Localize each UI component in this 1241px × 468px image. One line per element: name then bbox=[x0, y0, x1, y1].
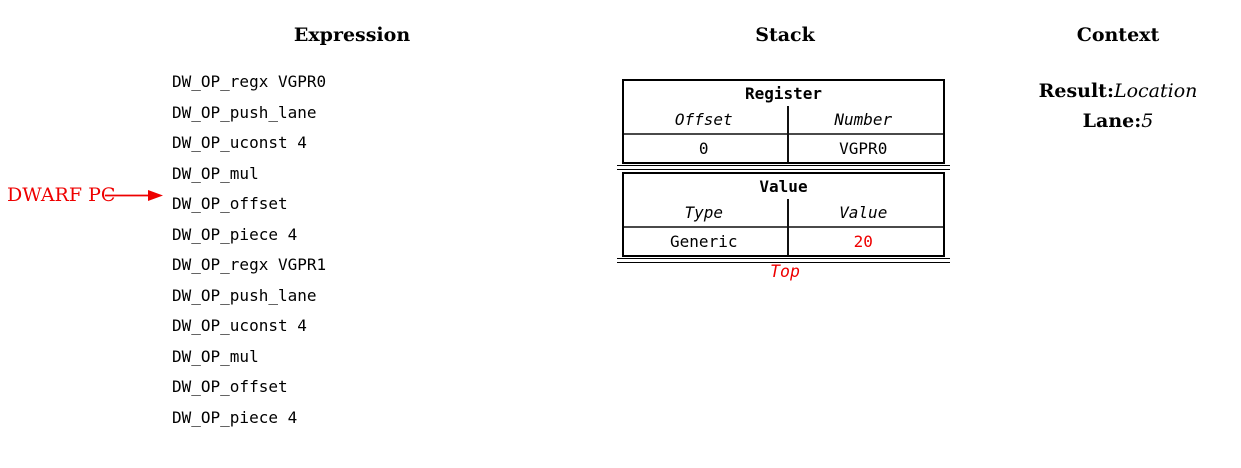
expression-op-12: DW_OP_piece 4 bbox=[172, 407, 298, 427]
stack-entry-value: Value Type Value Generic 20 bbox=[622, 172, 945, 257]
value-value-value: 20 bbox=[853, 232, 873, 251]
expression-op-9: DW_OP_uconst 4 bbox=[172, 316, 307, 335]
register-offset-header: Offset bbox=[674, 110, 733, 129]
register-offset-value: 0 bbox=[698, 139, 709, 158]
context-result-label: Result: bbox=[1038, 80, 1114, 102]
context-lane-line: Lane:5 bbox=[1008, 110, 1228, 132]
dwarf-pc-arrow-icon bbox=[105, 190, 163, 201]
stack-entry-register: Register Offset Number 0 VGPR0 bbox=[622, 79, 945, 164]
dwarf-pc-label: DWARF PC bbox=[7, 184, 116, 206]
register-table-title: Register bbox=[744, 84, 823, 103]
expression-op-5: DW_OP_offset bbox=[172, 194, 288, 213]
context-lane-value: 5 bbox=[1141, 110, 1154, 132]
expression-op-7: DW_OP_regx VGPR1 bbox=[172, 255, 327, 274]
register-header-rule bbox=[624, 133, 943, 135]
stack-column-title: Stack bbox=[755, 24, 815, 46]
expression-op-6: DW_OP_piece 4 bbox=[172, 224, 298, 244]
expression-op-list: DW_OP_regx VGPR0 DW_OP_push_lane DW_OP_u… bbox=[172, 67, 326, 433]
expression-op-8: DW_OP_push_lane bbox=[172, 285, 317, 305]
expression-op-10: DW_OP_mul bbox=[172, 346, 259, 366]
context-result-value: Location bbox=[1113, 80, 1198, 102]
expression-op-3: DW_OP_uconst 4 bbox=[172, 133, 307, 152]
value-header-rule bbox=[624, 226, 943, 228]
expression-op-1: DW_OP_regx VGPR0 bbox=[172, 72, 327, 91]
expression-op-2: DW_OP_push_lane bbox=[172, 102, 317, 122]
register-number-header: Number bbox=[834, 110, 893, 129]
stack-separator-1 bbox=[617, 165, 950, 170]
value-table-title: Value bbox=[759, 177, 808, 196]
context-column-title: Context bbox=[1076, 24, 1160, 46]
value-value-header: Value bbox=[839, 203, 888, 222]
register-column-divider bbox=[787, 106, 789, 162]
context-result-line: Result:Location bbox=[1008, 80, 1228, 102]
value-type-header: Type bbox=[684, 203, 724, 222]
expression-op-11: DW_OP_offset bbox=[172, 377, 288, 396]
expression-column-title: Expression bbox=[293, 24, 411, 46]
value-column-divider bbox=[787, 199, 789, 255]
stack-top-label: Top bbox=[770, 262, 800, 281]
value-type-value: Generic bbox=[670, 232, 738, 251]
context-lane-label: Lane: bbox=[1082, 110, 1142, 132]
register-number-value: VGPR0 bbox=[839, 139, 888, 158]
stack-separator-2 bbox=[617, 258, 950, 263]
expression-op-4: DW_OP_mul bbox=[172, 163, 259, 183]
